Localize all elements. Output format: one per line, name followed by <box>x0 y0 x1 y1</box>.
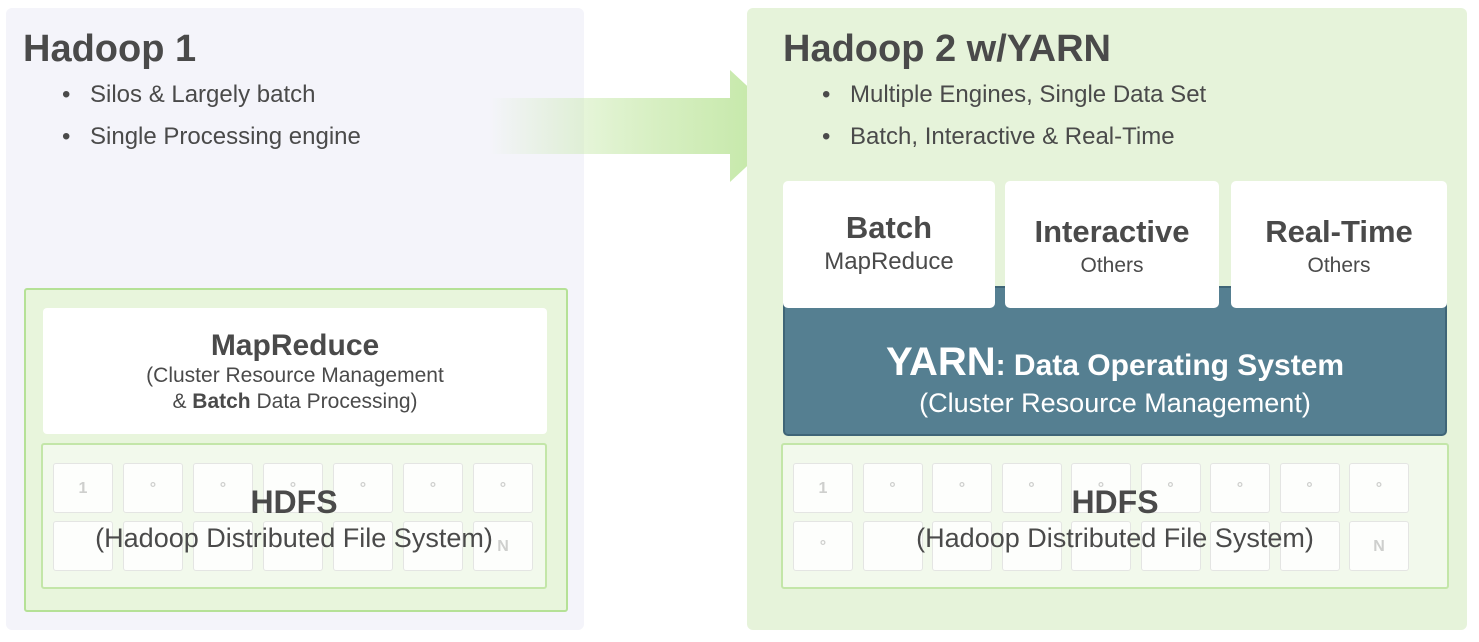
hdfs-node-cell: ° <box>793 521 853 571</box>
hdfs-node-cell: ° <box>932 463 992 513</box>
mapreduce-line1: (Cluster Resource Management <box>146 364 444 387</box>
hadoop2-bullet: Batch, Interactive & Real-Time <box>822 116 1206 158</box>
yarn-box: YARN: Data Operating System (Cluster Res… <box>783 286 1447 436</box>
hdfs-node-cell: ° <box>403 463 463 513</box>
hdfs-node-cell: ° <box>862 463 923 513</box>
engine-interactive: Interactive Others <box>1005 181 1219 308</box>
hdfs-node-cell: ° <box>1140 463 1201 513</box>
hadoop1-hdfs-box: 1°°°°°°N HDFS (Hadoop Distributed File S… <box>41 443 547 589</box>
hdfs-node-cell <box>263 521 323 571</box>
hdfs-node-cell: ° <box>1210 463 1270 513</box>
mapreduce-line2-bold: Batch <box>192 390 251 413</box>
hadoop1-bullet: Silos & Largely batch <box>62 74 361 116</box>
hdfs-node-cell <box>193 521 253 571</box>
engine-title: Batch <box>845 210 933 245</box>
hdfs-node-cell <box>1279 521 1340 571</box>
yarn-name: YARN <box>885 340 996 384</box>
hdfs-node-cell: ° <box>1071 463 1131 513</box>
hdfs-node-cell <box>123 521 183 571</box>
mapreduce-line2-suffix: Data Processing) <box>250 390 418 413</box>
hdfs-node-cell: N <box>1349 521 1409 571</box>
hdfs-node-cell <box>1140 521 1201 571</box>
hdfs-node-cell: 1 <box>53 463 113 513</box>
hdfs-node-cell: ° <box>333 463 393 513</box>
hdfs-node-cell <box>1210 521 1270 571</box>
hdfs-node-cell <box>53 521 113 571</box>
yarn-subtitle: (Cluster Resource Management) <box>919 388 1311 418</box>
mapreduce-title: MapReduce <box>210 329 380 362</box>
hdfs-node-cell <box>333 521 393 571</box>
mapreduce-box: MapReduce (Cluster Resource Management &… <box>43 308 547 434</box>
engine-realtime: Real-Time Others <box>1231 181 1447 308</box>
transition-arrow <box>490 70 790 182</box>
hdfs-node-cell: N <box>473 521 533 571</box>
mapreduce-line2: & Batch Data Processing) <box>43 389 547 415</box>
hadoop1-hdfs-label: HDFS (Hadoop Distributed File System) <box>43 483 545 555</box>
engine-batch: Batch MapReduce <box>783 181 995 308</box>
hdfs-node-cell <box>1001 521 1062 571</box>
mapreduce-line2-prefix: & <box>172 390 193 413</box>
hdfs-subtitle: (Hadoop Distributed File System) <box>95 523 493 553</box>
hdfs-node-cell: ° <box>1349 463 1409 513</box>
hdfs-title: HDFS <box>1071 484 1159 520</box>
hadoop2-hdfs-label: HDFS (Hadoop Distributed File System) <box>783 483 1447 555</box>
engine-subtitle: Others <box>1307 254 1371 277</box>
hadoop1-bullet: Single Processing engine <box>62 116 361 158</box>
yarn-title-rest: : Data Operating System <box>995 349 1345 382</box>
hdfs-node-cell <box>862 521 923 571</box>
hdfs-node-cell: ° <box>193 463 253 513</box>
hdfs-node-cell: 1 <box>793 463 853 513</box>
hadoop1-bullets: Silos & Largely batch Single Processing … <box>62 74 361 158</box>
hadoop2-hdfs-box: 1°°°°°°°°°N HDFS (Hadoop Distributed Fil… <box>781 443 1449 589</box>
hadoop2-bullets: Multiple Engines, Single Data Set Batch,… <box>822 74 1206 158</box>
engine-subtitle: Others <box>1080 254 1144 277</box>
hdfs-node-cell: ° <box>263 463 323 513</box>
hdfs-node-cell: ° <box>1001 463 1062 513</box>
hdfs-node-cell <box>932 521 992 571</box>
hadoop2-title: Hadoop 2 w/YARN <box>783 28 1111 70</box>
hdfs-subtitle: (Hadoop Distributed File System) <box>916 523 1314 553</box>
hdfs-node-cell: ° <box>473 463 533 513</box>
hdfs-title: HDFS <box>250 484 338 520</box>
engine-title: Real-Time <box>1265 214 1413 249</box>
hadoop2-bullet: Multiple Engines, Single Data Set <box>822 74 1206 116</box>
hdfs-node-cell <box>1071 521 1131 571</box>
hdfs-node-cell <box>403 521 463 571</box>
engine-subtitle: MapReduce <box>824 248 954 275</box>
hadoop1-title: Hadoop 1 <box>23 28 197 70</box>
hdfs-node-cell: ° <box>1279 463 1340 513</box>
hdfs-node-cell: ° <box>123 463 183 513</box>
yarn-title: YARN: Data Operating System <box>785 340 1445 385</box>
engine-title: Interactive <box>1034 214 1190 249</box>
